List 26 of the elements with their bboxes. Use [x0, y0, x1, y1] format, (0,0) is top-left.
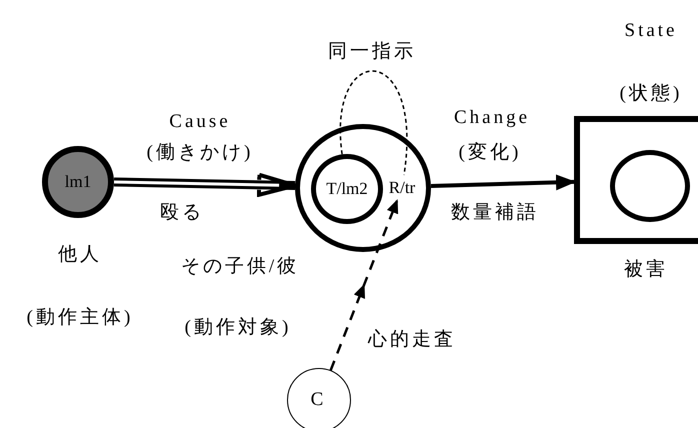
circle — [610, 150, 690, 222]
dashed-curve — [340, 70, 408, 176]
node-label: T/lm2 — [326, 178, 368, 200]
heading: State — [624, 20, 678, 42]
label: (働きかけ) — [146, 142, 254, 164]
node-label: C — [310, 388, 326, 410]
node-label: その子供/彼 — [180, 256, 300, 278]
node-label: 被害 — [624, 259, 668, 281]
label: 殴る — [160, 202, 204, 224]
edge-label: Change — [454, 107, 530, 129]
dashed-arrow — [330, 199, 398, 371]
node-label: (動作主体) — [26, 307, 134, 329]
label: 数量補語 — [451, 202, 539, 224]
edge-label: 同一指示 — [328, 41, 416, 63]
outer-circle — [295, 124, 431, 252]
node-label: lm1 — [64, 171, 92, 193]
edge-label: Cause — [169, 111, 231, 133]
circle — [287, 368, 351, 428]
heading: (状態) — [620, 83, 682, 105]
role-label: R/tr — [388, 177, 416, 199]
node-label: 他人 — [58, 244, 102, 266]
label: (変化) — [458, 142, 522, 164]
node-label: (動作対象) — [184, 317, 292, 339]
edge-label: 心的走査 — [368, 329, 456, 351]
inner-circle — [311, 154, 383, 224]
arrow — [430, 174, 576, 190]
